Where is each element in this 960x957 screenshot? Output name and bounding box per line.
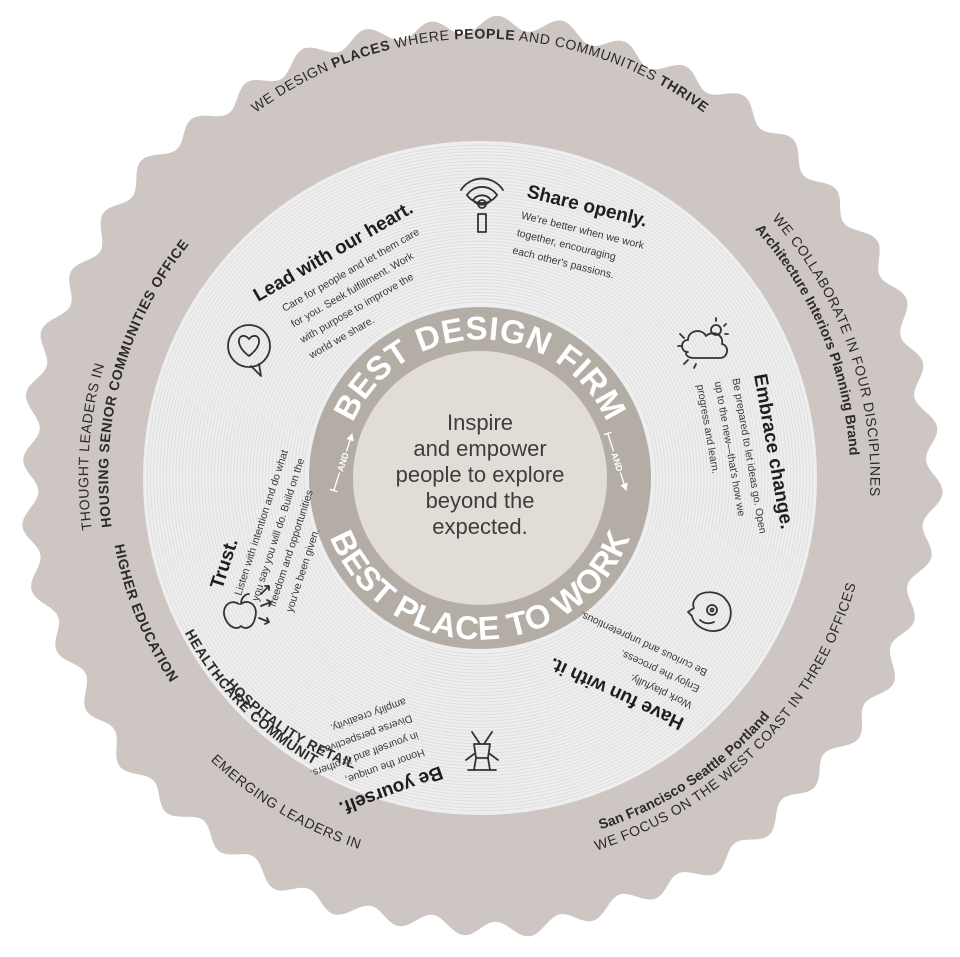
groove-line — [255, 253, 705, 703]
groove-line — [185, 183, 775, 773]
groove-line — [210, 208, 750, 748]
groove-line — [191, 189, 769, 767]
groove-line — [303, 301, 657, 655]
groove-line — [284, 282, 676, 674]
heart-bubble-icon — [227, 324, 271, 377]
broadcast-icon — [460, 177, 504, 233]
cloud-sun-icon — [677, 317, 729, 369]
groove-line — [268, 266, 692, 690]
groove-line — [220, 218, 740, 738]
center-disc — [353, 351, 607, 605]
and-connector-left: AND — [329, 433, 354, 493]
groove-line — [274, 272, 686, 684]
groove-line — [175, 173, 785, 783]
groove-line — [226, 224, 734, 732]
groove-line — [146, 144, 814, 812]
groove-line — [223, 221, 737, 735]
groove-line — [271, 269, 689, 687]
svg-text:and empower: and empower — [413, 436, 546, 461]
groove-line — [287, 285, 673, 671]
groove-line — [159, 157, 801, 799]
groove-line — [165, 163, 795, 793]
groove-line — [297, 295, 663, 661]
groove-line — [217, 215, 743, 741]
figure-icon — [465, 731, 499, 771]
groove-line — [249, 247, 711, 709]
and-connector-right: AND — [603, 431, 628, 491]
groove-line — [281, 279, 679, 677]
groove-line — [245, 243, 715, 713]
groove-line — [236, 234, 724, 722]
groove-line — [169, 167, 791, 789]
svg-text:beyond the: beyond the — [426, 488, 535, 513]
groove-line — [181, 179, 779, 777]
fun-face-icon — [687, 591, 732, 632]
groove-line — [197, 195, 763, 761]
groove-line — [242, 240, 718, 716]
groove-line — [172, 170, 788, 786]
groove-line — [156, 154, 804, 802]
groove-line — [153, 151, 807, 805]
groove-line — [229, 227, 731, 729]
svg-text:people to explore: people to explore — [396, 462, 565, 487]
groove-line — [277, 275, 683, 681]
groove-line — [194, 192, 766, 764]
groove-line — [207, 205, 753, 751]
groove-line — [252, 250, 708, 706]
groove-line — [239, 237, 721, 719]
groove-line — [293, 291, 667, 665]
groove-line — [178, 176, 782, 780]
groove-line — [300, 298, 660, 658]
groove-line — [261, 259, 699, 697]
groove-line — [290, 288, 670, 668]
svg-text:expected.: expected. — [432, 514, 527, 539]
center-statement: Inspire and empower people to explore be… — [396, 410, 565, 539]
groove-line — [265, 263, 695, 693]
groove-line — [258, 256, 702, 700]
groove-line — [162, 160, 798, 796]
svg-text:Inspire: Inspire — [447, 410, 513, 435]
apple-arrows-icon — [223, 585, 272, 629]
groove-line — [149, 147, 811, 809]
